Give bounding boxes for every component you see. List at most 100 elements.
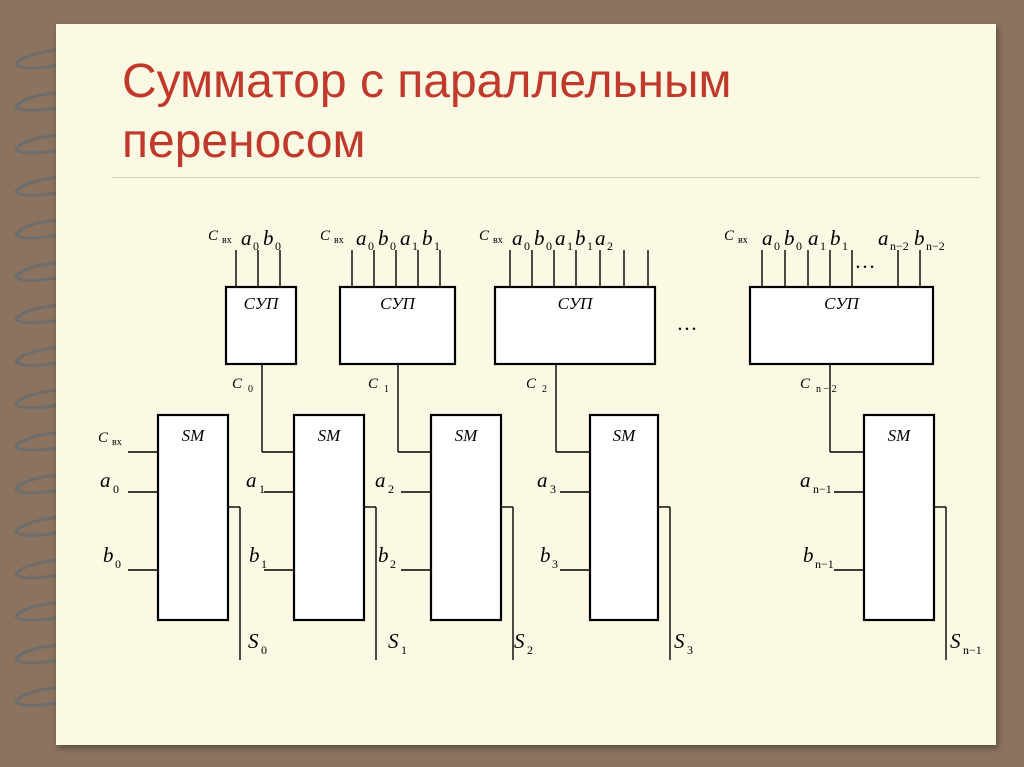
input-signal-subscript: 1 (412, 239, 418, 253)
adder-b-label: b (249, 543, 260, 567)
sum-output-label: S (248, 629, 259, 653)
input-signal-label: b (784, 226, 795, 250)
ellipsis: … (678, 311, 697, 335)
adder-b-subscript: 0 (115, 557, 121, 571)
input-signal-subscript: n−2 (926, 239, 945, 253)
carry-output-label: C (232, 376, 243, 392)
input-signal-label: a (762, 226, 773, 250)
adder-label: SM (888, 426, 912, 445)
carry-output-subscript: 2 (542, 384, 547, 395)
input-signal-label: a (878, 226, 889, 250)
slide-title: Сумматор с параллельным переносом (122, 52, 732, 172)
adder-a-subscript: 2 (388, 482, 394, 496)
sum-output-label: S (950, 629, 961, 653)
carry-in-subscript: вх (112, 437, 122, 448)
input-signal-subscript: 0 (546, 239, 552, 253)
carry-output-label: C (368, 376, 379, 392)
slide-title-line-2: переносом (122, 115, 366, 168)
adder-label: SM (182, 426, 206, 445)
adder-b-label: b (378, 543, 389, 567)
carry-predictor-block (493, 285, 657, 366)
adder-label: SM (318, 426, 342, 445)
diagram-wires (128, 250, 947, 660)
carry-in-label: C (320, 228, 331, 244)
input-signal-subscript: 1 (820, 239, 826, 253)
adder-label: SM (613, 426, 637, 445)
input-signal-label: a (400, 226, 411, 250)
sum-output-subscript: 1 (401, 643, 407, 657)
input-signal-subscript: 1 (567, 239, 573, 253)
input-signal-label: b (575, 226, 586, 250)
carry-output-label: C (526, 376, 537, 392)
adder-a-label: a (100, 468, 111, 492)
input-signal-subscript: 0 (796, 239, 802, 253)
diagram-blocks (156, 285, 936, 622)
input-signal-label: a (595, 226, 606, 250)
input-signal-subscript: 0 (368, 239, 374, 253)
carry-predictor-label: СУП (824, 294, 861, 313)
carry-output-subscript: 0 (248, 384, 253, 395)
carry-predictor-block (224, 285, 298, 366)
adder-b-subscript: 1 (261, 557, 267, 571)
carry-predictor-label: СУП (244, 294, 281, 313)
carry-in-label: C (724, 228, 735, 244)
title-divider (112, 177, 980, 178)
carry-in-label: C (479, 228, 490, 244)
carry-in-subscript: вх (334, 235, 344, 246)
carry-predictor-block (748, 285, 935, 366)
input-signal-label: b (378, 226, 389, 250)
adder-b-label: b (103, 543, 114, 567)
adder-b-subscript: 3 (552, 557, 558, 571)
adder-b-subscript: n−1 (815, 557, 834, 571)
input-signal-label: b (263, 226, 274, 250)
input-signal-label: a (241, 226, 252, 250)
adder-a-label: a (800, 468, 811, 492)
carry-output-subscript: n − 2 (816, 384, 837, 395)
input-signal-label: a (356, 226, 367, 250)
adder-block (862, 413, 936, 622)
sum-output-subscript: 0 (261, 643, 267, 657)
input-signal-label: b (830, 226, 841, 250)
carry-in-subscript: вх (738, 235, 748, 246)
adder-a-label: a (246, 468, 257, 492)
input-signal-subscript: n−2 (890, 239, 909, 253)
carry-output-label: C (800, 376, 811, 392)
sum-output-label: S (514, 629, 525, 653)
adder-a-subscript: 0 (113, 482, 119, 496)
carry-in-subscript: вх (222, 235, 232, 246)
input-signal-subscript: 2 (607, 239, 613, 253)
adder-block (292, 413, 366, 622)
sum-output-subscript: 2 (527, 643, 533, 657)
carry-predictor-label: СУП (558, 294, 595, 313)
carry-predictor-block (338, 285, 457, 366)
carry-predictor-label: СУП (380, 294, 417, 313)
slide-title-line-1: Сумматор с параллельным (122, 55, 732, 108)
adder-block (156, 413, 230, 622)
input-signal-label: b (914, 226, 925, 250)
input-signal-subscript: 0 (774, 239, 780, 253)
ellipsis: … (856, 249, 875, 273)
adder-label: SM (455, 426, 479, 445)
input-signal-subscript: 1 (434, 239, 440, 253)
notebook-page (56, 24, 996, 745)
adder-a-label: a (375, 468, 386, 492)
input-signal-subscript: 0 (253, 239, 259, 253)
adder-a-subscript: 1 (259, 482, 265, 496)
input-signal-subscript: 0 (524, 239, 530, 253)
carry-in-label: C (208, 228, 219, 244)
carry-in-subscript: вх (493, 235, 503, 246)
input-signal-subscript: 0 (275, 239, 281, 253)
input-signal-label: a (512, 226, 523, 250)
adder-block (588, 413, 660, 622)
input-signal-label: a (808, 226, 819, 250)
input-signal-label: b (534, 226, 545, 250)
sum-output-subscript: 3 (687, 643, 693, 657)
input-signal-subscript: 1 (842, 239, 848, 253)
input-signal-subscript: 1 (587, 239, 593, 253)
sum-output-subscript: n−1 (963, 643, 982, 657)
adder-a-subscript: 3 (550, 482, 556, 496)
sum-output-label: S (674, 629, 685, 653)
input-signal-subscript: 0 (390, 239, 396, 253)
